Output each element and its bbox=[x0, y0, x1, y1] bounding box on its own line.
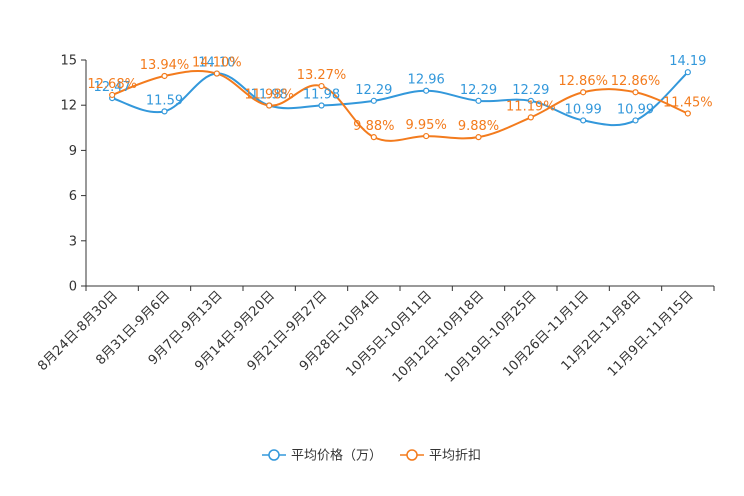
data-label-0: 10.99 bbox=[565, 102, 602, 117]
y-tick-label: 0 bbox=[69, 280, 77, 295]
x-axis-ticks: 8月24日-8月30日8月31日-9月6日9月7日-9月13日9月14日-9月2… bbox=[35, 286, 715, 386]
data-point-0[interactable] bbox=[580, 117, 587, 124]
data-label-0: 11.59 bbox=[146, 93, 183, 108]
data-label-0: 11.98 bbox=[303, 88, 340, 103]
data-point-0[interactable] bbox=[370, 97, 377, 104]
data-label-1: 12.68% bbox=[87, 77, 137, 92]
data-label-1: 9.88% bbox=[353, 119, 394, 134]
data-label-1: 9.88% bbox=[458, 119, 499, 134]
data-label-1: 13.27% bbox=[297, 68, 347, 83]
x-tick-label: 10月12日-10月18日 bbox=[390, 288, 487, 385]
data-point-1[interactable] bbox=[318, 82, 325, 90]
legend[interactable]: 平均价格（万） 平均折扣 bbox=[262, 448, 481, 464]
data-point-0[interactable] bbox=[318, 102, 325, 109]
series-points bbox=[109, 69, 691, 141]
y-tick-label: 12 bbox=[60, 99, 77, 114]
data-label-1: 13.94% bbox=[140, 58, 190, 73]
data-label-1: 11.98% bbox=[244, 88, 294, 103]
data-point-1[interactable] bbox=[684, 110, 691, 117]
data-label-1: 14.10% bbox=[192, 56, 242, 71]
data-labels: 12.47 11.59 14.10 11.98 11.98 12.29 12.96 12.29… bbox=[87, 54, 712, 134]
legend-item-1[interactable]: 平均折扣 bbox=[429, 449, 481, 464]
data-point-1[interactable] bbox=[109, 91, 116, 99]
data-point-1[interactable] bbox=[370, 134, 377, 141]
data-label-0: 12.29 bbox=[355, 83, 392, 98]
x-tick-label: 10月19日-10月25日 bbox=[442, 288, 539, 385]
y-tick-label: 3 bbox=[69, 234, 77, 249]
y-tick-label: 6 bbox=[69, 189, 77, 204]
series-line-0 bbox=[111, 71, 689, 127]
data-point-1[interactable] bbox=[632, 89, 639, 96]
data-point-1[interactable] bbox=[475, 134, 482, 141]
data-point-1[interactable] bbox=[213, 70, 220, 77]
data-label-0: 14.10 bbox=[198, 56, 235, 71]
data-label-0: 14.19 bbox=[669, 54, 706, 69]
data-label-0: 10.99 bbox=[617, 102, 654, 117]
data-point-0[interactable] bbox=[684, 69, 691, 76]
data-label-0: 12.29 bbox=[460, 83, 497, 98]
data-point-0[interactable] bbox=[423, 87, 430, 94]
data-point-1[interactable] bbox=[580, 89, 587, 96]
y-tick-label: 9 bbox=[69, 144, 77, 159]
data-label-1: 11.19% bbox=[506, 99, 556, 114]
data-label-0: 11.98 bbox=[251, 88, 288, 103]
data-label-1: 12.86% bbox=[558, 74, 608, 89]
data-label-1: 12.86% bbox=[611, 74, 661, 89]
data-point-0[interactable] bbox=[632, 117, 639, 124]
data-label-1: 9.95% bbox=[406, 118, 447, 133]
legend-swatch-marker bbox=[406, 449, 418, 461]
data-label-0: 12.96 bbox=[408, 73, 445, 88]
data-point-1[interactable] bbox=[527, 114, 534, 121]
data-label-1: 11.45% bbox=[663, 95, 713, 110]
data-point-0[interactable] bbox=[527, 97, 534, 104]
y-tick-label: 15 bbox=[60, 54, 77, 69]
legend-item-0[interactable]: 平均价格（万） bbox=[291, 448, 382, 464]
data-point-1[interactable] bbox=[423, 132, 430, 140]
data-label-0: 12.29 bbox=[512, 83, 549, 98]
data-point-1[interactable] bbox=[161, 72, 168, 80]
data-point-0[interactable] bbox=[475, 97, 482, 104]
legend-swatch-marker bbox=[268, 449, 280, 461]
data-label-0: 12.47 bbox=[94, 80, 131, 95]
y-axis-ticks: 0 3 6 9 12 15 bbox=[60, 54, 86, 295]
data-point-1[interactable] bbox=[266, 102, 273, 109]
data-point-0[interactable] bbox=[161, 108, 168, 115]
